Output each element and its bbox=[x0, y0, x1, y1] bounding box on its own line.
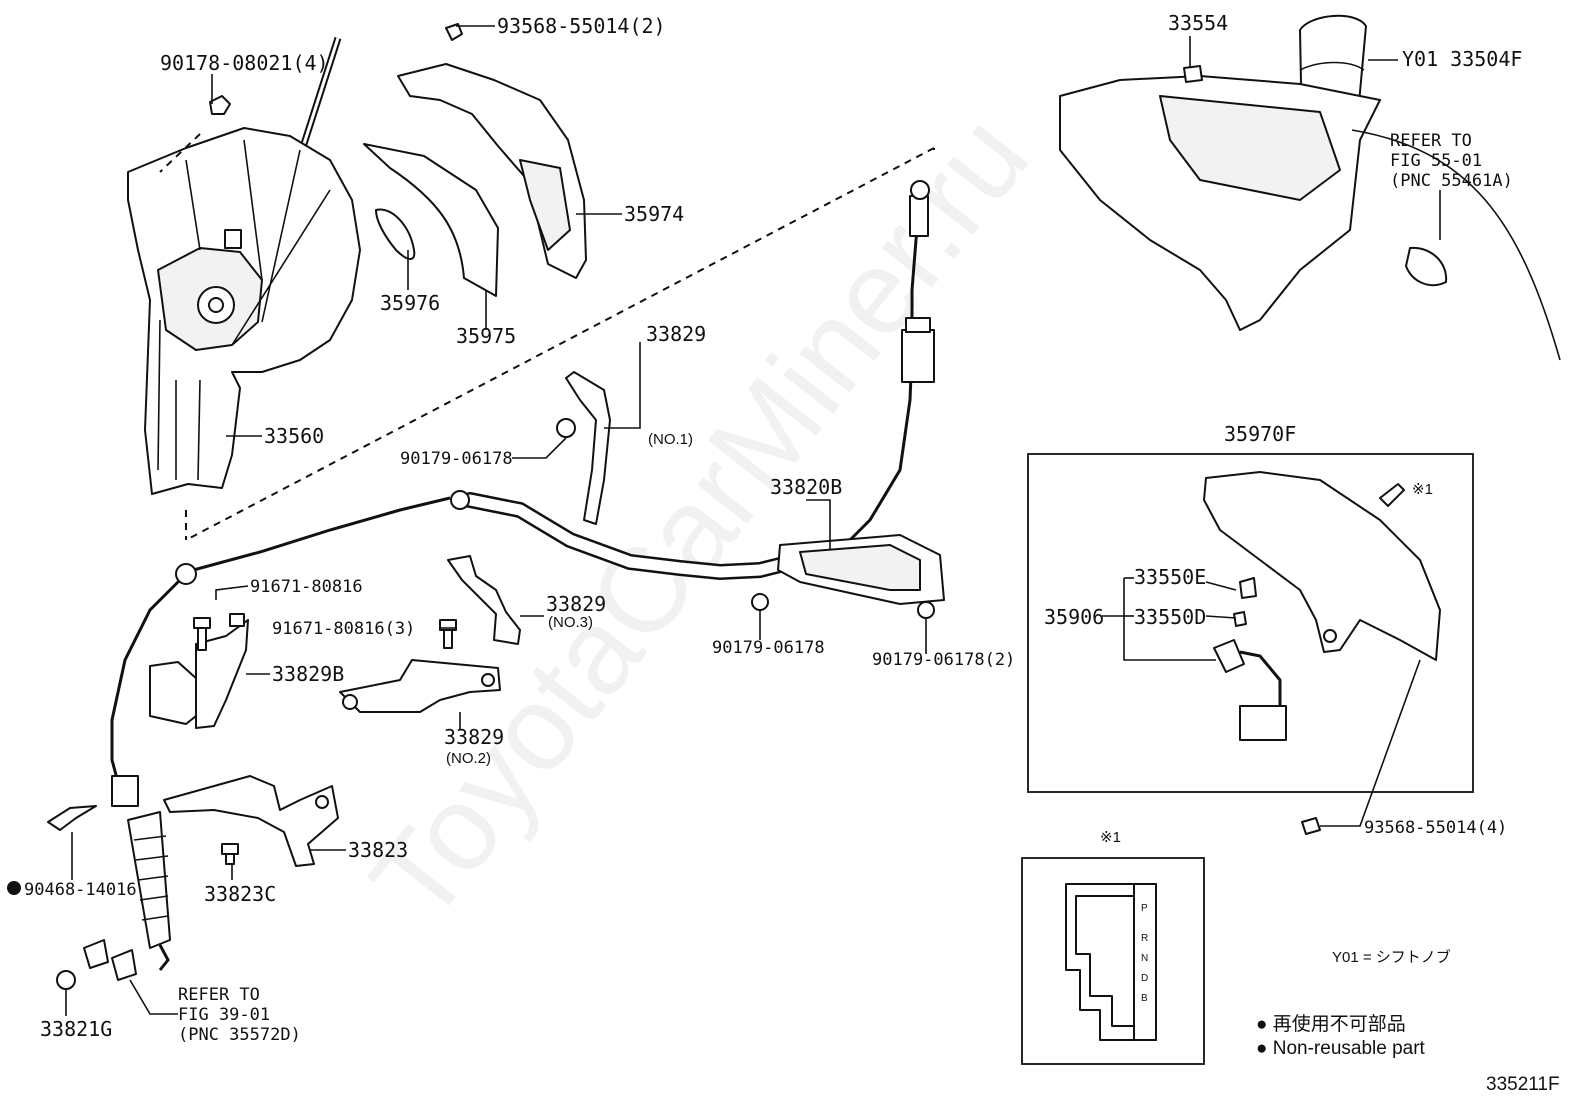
label-35976: 35976 bbox=[380, 291, 440, 315]
label-33550e: 33550E bbox=[1134, 565, 1206, 589]
label-33823c: 33823C bbox=[204, 882, 276, 906]
label-90468-14016: 90468-14016 bbox=[24, 880, 137, 900]
label-note-mark1: ※1 bbox=[1412, 481, 1433, 498]
indicator-housing-parts-drawing bbox=[363, 23, 587, 297]
label-35906: 35906 bbox=[1044, 605, 1104, 629]
refer-fig39-line2: FIG 39-01 bbox=[178, 1005, 270, 1025]
label-93568-55014-4: 93568-55014(4) bbox=[1364, 818, 1507, 838]
label-33550d: 33550D bbox=[1134, 605, 1206, 629]
label-90179-06178-b: 90179-06178 bbox=[712, 638, 825, 658]
non-reusable-dot-icon bbox=[7, 881, 21, 895]
shift-lever-assembly-drawing bbox=[127, 36, 361, 495]
label-90179-06178-a: 90179-06178 bbox=[400, 449, 513, 469]
label-33829-no3: 33829 bbox=[546, 592, 606, 616]
shift-gate-drawing bbox=[1065, 883, 1157, 1041]
label-33554: 33554 bbox=[1168, 11, 1228, 35]
gate-r: R bbox=[1141, 933, 1148, 944]
label-93568-55014-2: 93568-55014(2) bbox=[497, 14, 666, 38]
label-33829-no2-sub: (NO.2) bbox=[446, 750, 491, 767]
label-90179-06178-2: 90179-06178(2) bbox=[872, 650, 1015, 670]
label-33829-no2: 33829 bbox=[444, 725, 504, 749]
label-35970f: 35970F bbox=[1224, 422, 1296, 446]
label-91671-80816: 91671-80816 bbox=[250, 577, 363, 597]
label-90178-08021-4: 90178-08021(4) bbox=[160, 51, 329, 75]
bracket-33829B-drawing bbox=[149, 613, 249, 729]
label-y01-33504f: Y01 33504F bbox=[1402, 47, 1522, 71]
bracket-33823-drawing bbox=[163, 775, 339, 867]
refer-fig-39-01: REFER TO FIG 39-01 (PNC 35572D) bbox=[178, 985, 301, 1045]
label-35975: 35975 bbox=[456, 324, 516, 348]
label-33829-no3-sub: (NO.3) bbox=[548, 614, 593, 631]
refer-fig-55-01: REFER TO FIG 55-01 (PNC 55461A) bbox=[1390, 131, 1513, 191]
label-35974: 35974 bbox=[624, 202, 684, 226]
label-33829-no1: 33829 bbox=[646, 322, 706, 346]
shift-gate-labels: P R N D B bbox=[1141, 903, 1148, 1004]
label-33821g: 33821G bbox=[40, 1017, 112, 1041]
legend-non-reusable-jp: ● 再使用不可部品 bbox=[1256, 1013, 1406, 1035]
label-33823: 33823 bbox=[348, 838, 408, 862]
cable-end-parts-drawing bbox=[83, 939, 137, 981]
clip-90468-drawing bbox=[47, 805, 97, 831]
indicator-assembly-drawing bbox=[1203, 471, 1441, 741]
indicator-assembly-box bbox=[1027, 453, 1474, 793]
gate-b: B bbox=[1141, 993, 1148, 1004]
gate-d: D bbox=[1141, 973, 1148, 984]
label-33820b: 33820B bbox=[770, 475, 842, 499]
bracket-33829-no2-drawing bbox=[339, 659, 501, 713]
transmission-control-cable-drawing bbox=[110, 180, 945, 971]
leader-lines bbox=[65, 25, 1441, 1016]
label-shift-gate-mark1: ※1 bbox=[1100, 829, 1121, 846]
refer-fig55-line1: REFER TO bbox=[1390, 131, 1472, 151]
console-panel-drawing bbox=[1059, 14, 1561, 361]
note-y01-shift-knob: Y01 = シフトノブ bbox=[1332, 948, 1451, 966]
refer-fig55-line3: (PNC 55461A) bbox=[1390, 171, 1513, 191]
refer-fig39-line3: (PNC 35572D) bbox=[178, 1025, 301, 1045]
bracket-33829-no3-drawing bbox=[447, 555, 521, 645]
legend-non-reusable-en: ● Non-reusable part bbox=[1256, 1038, 1426, 1059]
refer-fig39-line1: REFER TO bbox=[178, 985, 260, 1005]
refer-fig55-line2: FIG 55-01 bbox=[1390, 151, 1482, 171]
gate-p: P bbox=[1141, 903, 1148, 914]
label-33829b: 33829B bbox=[272, 662, 344, 686]
label-33560: 33560 bbox=[264, 424, 324, 448]
bolt-icons bbox=[56, 418, 1321, 990]
label-33829-no1-sub: (NO.1) bbox=[648, 431, 693, 448]
gate-n: N bbox=[1141, 953, 1148, 964]
figure-code: 335211F bbox=[1486, 1074, 1560, 1095]
label-91671-80816-3: 91671-80816(3) bbox=[272, 619, 415, 639]
shift-gate-box bbox=[1021, 857, 1205, 1065]
bracket-33829-no1-drawing bbox=[565, 371, 611, 525]
